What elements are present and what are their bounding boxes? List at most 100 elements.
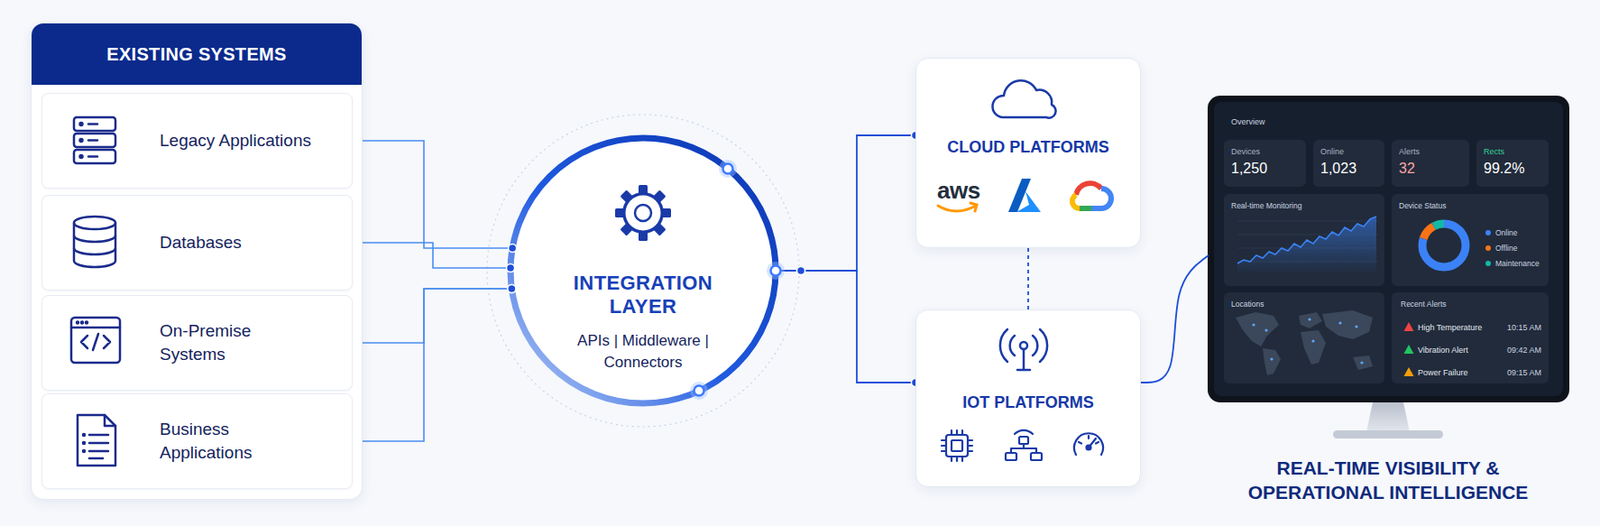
world-map (1298, 312, 1323, 329)
stat-value: 99.2% (1483, 160, 1525, 177)
world-map (1262, 348, 1281, 376)
world-map (1251, 317, 1363, 364)
alert-name: High Temperature (1400, 322, 1482, 332)
stat-card: Devices1,250 (1223, 139, 1306, 187)
document-icon (82, 433, 85, 436)
card-title: Real-time Monitoring (1231, 201, 1302, 211)
ring-glow-dot (718, 159, 737, 178)
aws-smile (937, 205, 976, 212)
alert-name: Vibration Alert (1400, 345, 1469, 355)
integration-ring (510, 137, 776, 404)
legend-item: Online (1485, 224, 1540, 240)
world-map (1264, 328, 1268, 332)
document-icon (104, 414, 116, 426)
ring-glow-dot (689, 381, 709, 400)
gcp-logo (1091, 188, 1112, 209)
server-icon (80, 122, 83, 126)
donut-chart (1422, 223, 1466, 267)
alert-icon (1404, 367, 1415, 377)
connector (352, 242, 511, 268)
world-map (1269, 357, 1273, 360)
connector-dot (506, 264, 515, 273)
integration-ring (487, 114, 800, 427)
system-row: On-Premise Systems (41, 294, 353, 391)
logo-text: aws (937, 177, 981, 205)
connector-dot (507, 285, 516, 294)
stat-label: Alerts (1398, 147, 1420, 157)
ring-glow-dot (723, 164, 734, 175)
ring-glow-dot (694, 386, 705, 396)
legend-label: Online (1495, 228, 1518, 238)
legend-swatch (1485, 260, 1491, 267)
gear-icon (634, 204, 652, 221)
azure-logo (1008, 178, 1041, 212)
network-icon (1011, 443, 1037, 453)
world-map (1322, 310, 1373, 340)
donut-chart (1422, 223, 1466, 267)
row-label: On-Premise Systems (159, 319, 277, 366)
network-icon (1005, 452, 1017, 460)
database-icon (73, 216, 116, 230)
document-icon (82, 441, 85, 444)
connector-dot (797, 266, 806, 276)
alert-icon (1404, 321, 1415, 377)
network-icon (1030, 452, 1042, 460)
connector (775, 135, 916, 271)
antenna-icon (1000, 329, 1048, 370)
line-chart (1237, 216, 1377, 264)
card-title: Recent Alerts (1400, 299, 1447, 309)
chart-card: Device StatusOnlineOfflineMaintenance (1391, 193, 1549, 286)
stat-label: Devices (1231, 147, 1260, 157)
connector (352, 140, 513, 249)
code-window-icon (71, 326, 120, 330)
monitor-frame (1366, 402, 1410, 433)
gcp-logo (1075, 183, 1102, 195)
alert-icon (1404, 321, 1415, 332)
document-icon (77, 414, 116, 466)
connector (1027, 248, 1030, 310)
systems-panel: EXISTING SYSTEMSLegacy ApplicationsDatab… (30, 22, 363, 500)
antenna-icon (1000, 329, 1048, 362)
ring-glow-dot (771, 266, 782, 276)
donut-chart (1422, 223, 1466, 267)
card-title: Device Status (1398, 201, 1446, 211)
gauge-icon (1074, 432, 1104, 455)
gcp-logo (1079, 205, 1092, 212)
network-icon (1019, 436, 1029, 444)
alert-card: Recent AlertsHigh Temperature 10:15 AM Vib… (1391, 292, 1549, 384)
circle-subtitle: APIs | Middleware | Connectors (557, 330, 729, 374)
world-map (1235, 310, 1373, 376)
connector-dot (507, 285, 516, 294)
stat-value: 32 (1398, 160, 1416, 177)
code-window-icon (81, 321, 83, 324)
alert-time: 10:15 AM (1507, 322, 1549, 332)
connector (352, 288, 512, 442)
world-map (1307, 317, 1311, 321)
chip-icon (951, 440, 963, 451)
code-window-icon (71, 317, 120, 363)
ring-glow-dot (766, 261, 785, 280)
legend-item: Offline (1485, 239, 1540, 256)
stat-value: 1,023 (1320, 160, 1357, 177)
box-title: IOT PLATFORMS (916, 393, 1141, 414)
donut-chart (1422, 223, 1466, 267)
integration-ring (487, 114, 800, 427)
world-map (1235, 312, 1279, 347)
circle-title: INTEGRATION LAYER (552, 271, 734, 320)
database-icon (73, 222, 116, 267)
connector-dot (508, 244, 517, 253)
chip-icon (941, 430, 973, 461)
row-label: Business Applications (159, 417, 277, 464)
stat-label: Rects (1483, 147, 1505, 157)
code-window-icon (71, 317, 120, 363)
document-icon (82, 450, 85, 452)
legend: OnlineOfflineMaintenance (1485, 224, 1540, 271)
box-title: CLOUD PLATFORMS (916, 137, 1141, 158)
connector (1140, 255, 1209, 383)
code-window-icon (81, 333, 111, 350)
connector (352, 288, 512, 343)
platform-box: IOT PLATFORMS (915, 309, 1141, 488)
monitor-frame (1207, 95, 1570, 403)
chip-icon (941, 430, 973, 461)
caption-heading: REAL-TIME VISIBILITY & OPERATIONAL INTEL… (1216, 455, 1560, 506)
